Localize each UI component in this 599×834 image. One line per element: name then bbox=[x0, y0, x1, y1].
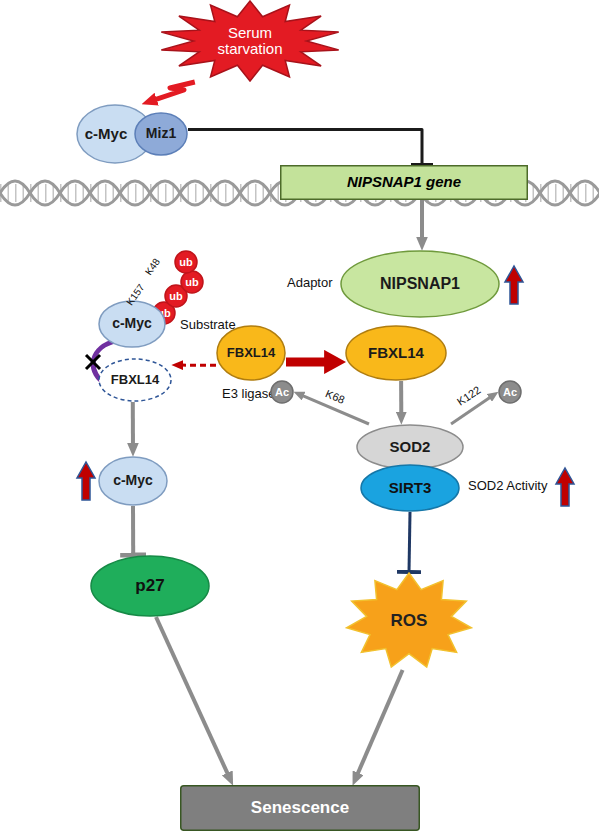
connector-arrow bbox=[286, 357, 326, 366]
process-node: FBXL14 bbox=[345, 325, 447, 381]
node-body: c-Myc bbox=[98, 456, 168, 506]
process-node: Ac bbox=[498, 380, 522, 404]
node-body: Senescence bbox=[180, 785, 420, 831]
node-text: ub bbox=[179, 256, 192, 268]
increase-arrow bbox=[77, 462, 95, 500]
node-outline bbox=[175, 251, 197, 273]
node-text: Senescence bbox=[251, 799, 349, 818]
node-body: FBXL14 bbox=[98, 358, 172, 402]
node-caption: E3 ligase bbox=[222, 387, 275, 401]
connector-arrow bbox=[358, 670, 403, 774]
connector-arrow bbox=[155, 82, 195, 100]
node-outline bbox=[346, 326, 446, 380]
node-text: FBXL14 bbox=[368, 345, 424, 362]
process-node: p27 bbox=[90, 555, 210, 617]
block-cross bbox=[86, 355, 100, 369]
node-body: Ac bbox=[270, 380, 294, 404]
process-node: FBXL14E3 ligase bbox=[216, 325, 286, 381]
node-text: FBXL14 bbox=[227, 346, 275, 360]
process-node: NIPSNAP1Adaptor bbox=[340, 250, 500, 318]
node-body: FBXL14 bbox=[345, 325, 447, 381]
node-body: NIPSNAP1 bbox=[340, 250, 500, 318]
node-body: Ac bbox=[498, 380, 522, 404]
node-body: ub bbox=[174, 250, 198, 274]
process-node: ub bbox=[180, 270, 204, 294]
node-text: SOD2 bbox=[390, 439, 431, 456]
connector-arrow bbox=[188, 130, 422, 165]
node-body: FBXL14 bbox=[216, 325, 286, 381]
connector-arrow bbox=[182, 364, 216, 367]
node-text: Ac bbox=[503, 386, 517, 398]
process-node: NIPSNAP1 gene bbox=[280, 165, 528, 200]
node-outline bbox=[281, 166, 528, 200]
connector-arrow bbox=[156, 617, 228, 774]
node-outline bbox=[99, 457, 167, 505]
connector-arrow bbox=[131, 506, 135, 555]
process-node: Serum starvation bbox=[158, 0, 342, 82]
node-outline bbox=[99, 301, 165, 347]
node-text: c-Myc bbox=[85, 126, 128, 143]
node-outline bbox=[181, 271, 203, 293]
node-outline bbox=[341, 251, 499, 317]
node-outline bbox=[161, 1, 338, 81]
node-text: p27 bbox=[135, 577, 164, 596]
node-body: SIRT3 bbox=[360, 464, 460, 512]
node-caption: Substrate bbox=[180, 318, 236, 332]
node-text: Serum starvation bbox=[204, 25, 296, 58]
process-node: ub bbox=[174, 250, 198, 274]
node-text: FBXL14 bbox=[111, 373, 159, 387]
node-body: NIPSNAP1 gene bbox=[280, 165, 528, 200]
process-node: Ac bbox=[270, 380, 294, 404]
node-text: NIPSNAP1 bbox=[380, 275, 460, 293]
connector-arrow bbox=[409, 512, 410, 572]
node-text: ub bbox=[169, 290, 182, 302]
node-outline bbox=[357, 425, 463, 469]
node-text: Miz1 bbox=[146, 126, 176, 141]
node-outline bbox=[499, 381, 521, 403]
process-node: Senescence bbox=[180, 785, 420, 831]
block-cross bbox=[86, 355, 100, 369]
node-outline bbox=[135, 113, 187, 155]
process-node: FBXL14 bbox=[98, 358, 172, 402]
node-text: Ac bbox=[275, 386, 289, 398]
node-outline bbox=[91, 556, 209, 616]
node-body: SOD2 bbox=[356, 424, 464, 470]
edge-label: K68 bbox=[324, 388, 346, 406]
process-node: c-Myc bbox=[98, 456, 168, 506]
node-outline bbox=[271, 381, 293, 403]
node-outline bbox=[347, 573, 472, 667]
node-outline bbox=[217, 326, 285, 380]
node-body: ROS bbox=[345, 572, 473, 670]
node-outline bbox=[99, 359, 171, 401]
connector-arrow bbox=[131, 402, 135, 444]
node-text: c-Myc bbox=[113, 473, 153, 488]
connector-arrow bbox=[399, 381, 403, 413]
node-body: ub bbox=[180, 270, 204, 294]
node-outline bbox=[181, 786, 420, 831]
node-body: p27 bbox=[90, 555, 210, 617]
node-text: NIPSNAP1 gene bbox=[347, 174, 461, 191]
node-text: c-Myc bbox=[112, 316, 152, 331]
site-label: K48 bbox=[144, 257, 162, 277]
node-text: ROS bbox=[391, 612, 428, 631]
process-node: ROS bbox=[345, 572, 473, 670]
process-node: SOD2 bbox=[356, 424, 464, 470]
increase-arrow bbox=[505, 266, 523, 304]
process-node: SIRT3 bbox=[360, 464, 460, 512]
connector-arrow bbox=[420, 200, 424, 238]
node-body: Miz1 bbox=[134, 112, 188, 156]
node-caption: Adaptor bbox=[287, 276, 333, 290]
node-text: SIRT3 bbox=[389, 480, 432, 497]
node-outline bbox=[361, 465, 459, 511]
site-label: SOD2 Activity bbox=[468, 479, 547, 492]
node-text: ub bbox=[185, 276, 198, 288]
node-body: Serum starvation bbox=[158, 0, 342, 82]
increase-arrow bbox=[556, 468, 574, 506]
process-node: Miz1 bbox=[134, 112, 188, 156]
